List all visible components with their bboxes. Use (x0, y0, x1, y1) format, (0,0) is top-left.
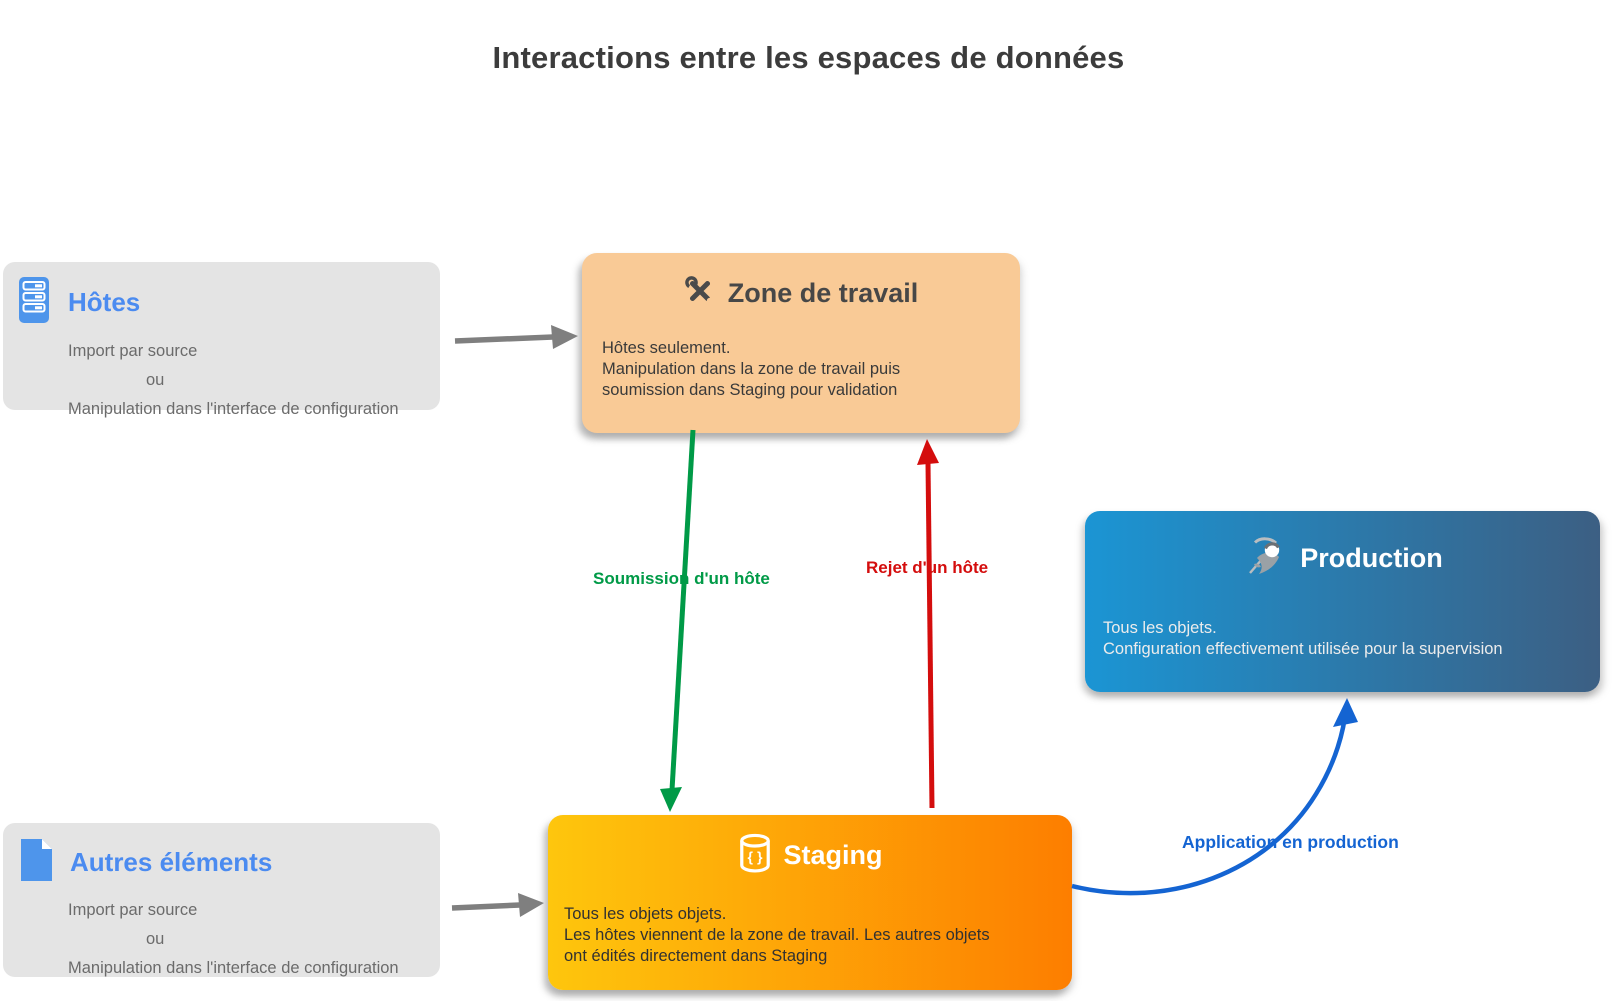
arrow-autres-to-staging (451, 902, 521, 911)
server-icon (18, 276, 52, 329)
staging-description: Tous les objets objets. Les hôtes vienne… (564, 904, 1072, 967)
soumission-label: Soumission d'un hôte (593, 569, 770, 588)
production-line-1: Tous les objets. (1103, 619, 1217, 637)
arrowhead-rejet (917, 439, 939, 465)
autres-title: Autres éléments (70, 847, 273, 877)
zone-title: Zone de travail (727, 278, 919, 308)
staging-box: { } Staging Tous les objets objets. Les … (548, 815, 1072, 990)
zone-line-1: Hôtes seulement. (602, 339, 731, 357)
hotes-line-1: Import par source (68, 342, 198, 360)
staging-title: Staging (783, 840, 883, 870)
page-title: Interactions entre les espaces de donnée… (492, 40, 1125, 75)
arrow-application (1071, 707, 1349, 896)
arrowhead-autres-to-staging (518, 893, 544, 917)
production-line-2: Configuration effectivement utilisée pou… (1103, 640, 1503, 658)
autres-description: Import par source ou Manipulation dans l… (3, 888, 440, 983)
zone-line-2: Manipulation dans la zone de travail pui… (602, 360, 901, 378)
hotes-description: Import par source ou Manipulation dans l… (3, 329, 440, 424)
autres-line-1: Import par source (68, 901, 198, 919)
zone-line-3: soumission dans Staging pour validation (602, 381, 898, 399)
hotes-title: Hôtes (68, 287, 141, 317)
production-header: Production (1085, 533, 1600, 584)
arrowhead-soumission (660, 787, 682, 812)
production-title: Production (1300, 543, 1443, 573)
staging-line-3: ont édités directement dans Staging (564, 947, 828, 965)
mascot-icon (1242, 533, 1288, 584)
arrowhead-hotes-to-zone (551, 325, 578, 349)
database-icon: { } (738, 833, 772, 878)
staging-line-2: Les hôtes viennent de la zone de travail… (564, 926, 990, 944)
arrow-rejet (925, 462, 935, 809)
arrow-hotes-to-zone (454, 334, 554, 344)
zone-header: Zone de travail (582, 275, 1020, 312)
staging-line-1: Tous les objets objets. (564, 905, 727, 923)
autres-line-2: ou (146, 930, 165, 948)
autres-line-3: Manipulation dans l'interface de configu… (68, 959, 399, 977)
production-box: Production Tous les objets. Configuratio… (1085, 511, 1600, 692)
production-description: Tous les objets. Configuration effective… (1103, 618, 1600, 660)
arrowhead-application (1333, 698, 1358, 727)
hotes-box: Hôtes Import par source ou Manipulation … (3, 262, 440, 418)
rejet-label: Rejet d'un hôte (866, 558, 989, 577)
staging-header: { } Staging (548, 833, 1072, 878)
autres-header: Autres éléments (3, 823, 440, 888)
hotes-header: Hôtes (3, 262, 440, 329)
hotes-line-3: Manipulation dans l'interface de configu… (68, 400, 399, 418)
arrow-soumission (669, 429, 696, 791)
svg-text:{ }: { } (747, 850, 762, 866)
zone-description: Hôtes seulement. Manipulation dans la zo… (602, 338, 1020, 401)
application-label: Application en production (1182, 832, 1399, 852)
hotes-line-2: ou (146, 371, 165, 389)
autres-elements-box: Autres éléments Import par source ou Man… (3, 823, 440, 977)
zone-de-travail-box: Zone de travail Hôtes seulement. Manipul… (582, 253, 1020, 433)
tools-icon (684, 275, 716, 312)
document-icon (18, 837, 54, 888)
